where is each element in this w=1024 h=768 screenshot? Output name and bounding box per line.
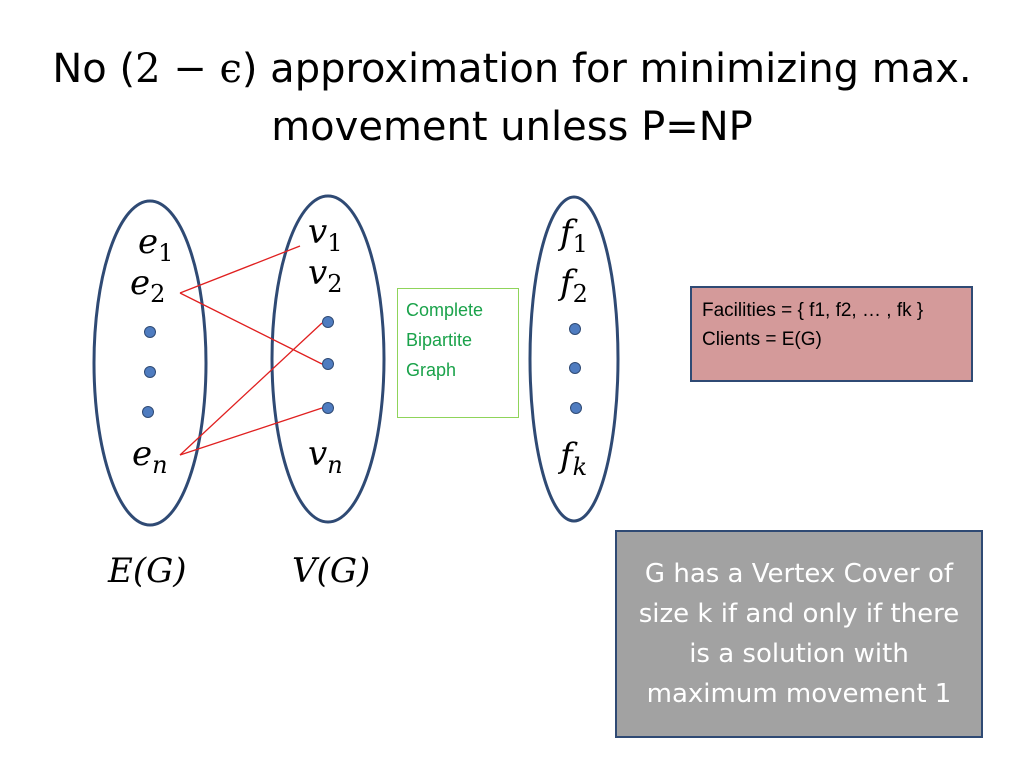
- bipartite-graph-box: Complete Bipartite Graph: [397, 288, 519, 418]
- bipartite-line-3: Graph: [406, 360, 457, 380]
- left-set-label: E(G): [107, 551, 187, 591]
- middle-set-label: V(G): [292, 551, 370, 591]
- label-v1: v1: [308, 212, 343, 257]
- middle-set-ellipse: [270, 194, 386, 524]
- right-set-ellipse: [528, 195, 620, 523]
- edge-e2-v1: [179, 245, 301, 294]
- label-en: en: [132, 434, 168, 479]
- left-dot-3: [142, 406, 154, 418]
- vertex-cover-box: G has a Vertex Cover of size k if and on…: [615, 530, 983, 738]
- label-f1: f1: [557, 213, 588, 258]
- label-vn: vn: [308, 434, 343, 479]
- right-dot-2: [569, 362, 581, 374]
- edge-en-v-dot1: [179, 322, 323, 456]
- title-line-1: No (2 − ϵ) approximation for minimizing …: [52, 46, 972, 92]
- bipartite-line-2: Bipartite: [406, 330, 473, 350]
- label-v2: v2: [308, 253, 343, 298]
- label-e2: e2: [130, 263, 165, 308]
- slide-title: No (2 − ϵ) approximation for minimizing …: [0, 40, 1024, 156]
- middle-dot-3: [322, 402, 334, 414]
- middle-dot-2: [322, 358, 334, 370]
- edge-en-v-dot3: [179, 407, 323, 456]
- label-fk: fk: [557, 436, 587, 481]
- facilities-line: Facilities = { f1, f2, … , fk }: [702, 300, 924, 321]
- right-dot-3: [570, 402, 582, 414]
- left-set-ellipse: [92, 199, 208, 527]
- label-e1: e1: [138, 222, 173, 267]
- left-dot-1: [144, 326, 156, 338]
- middle-dot-1: [322, 316, 334, 328]
- title-line-2: movement unless P=NP: [271, 104, 753, 150]
- facilities-clients-box: Facilities = { f1, f2, … , fk } Clients …: [690, 286, 973, 382]
- right-dot-1: [569, 323, 581, 335]
- edge-e2-v-mid: [179, 292, 323, 365]
- clients-line: Clients = E(G): [702, 329, 822, 350]
- bipartite-line-1: Complete: [406, 300, 484, 320]
- left-dot-2: [144, 366, 156, 378]
- vertex-cover-text: G has a Vertex Cover of size k if and on…: [638, 559, 960, 709]
- label-f2: f2: [557, 263, 588, 308]
